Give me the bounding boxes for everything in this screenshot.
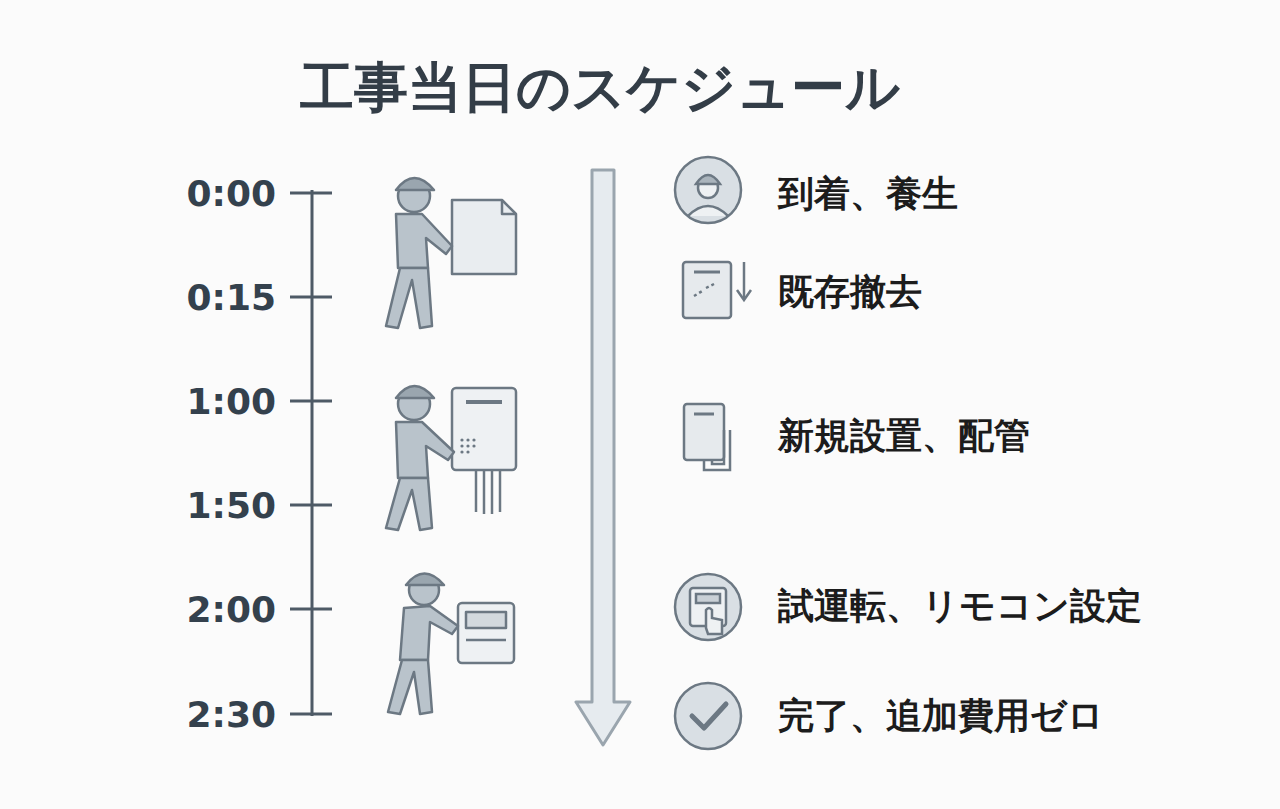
check-icon [675, 683, 741, 749]
step-label: 新規設置、配管 [778, 412, 1030, 461]
flow-arrow [576, 170, 630, 745]
step-label: 試運転、リモコン設定 [778, 582, 1142, 631]
diagram-title: 工事当日のスケジュール [0, 52, 1200, 125]
heater-icon [684, 404, 730, 470]
step-label: 完了、追加費用ゼロ [778, 692, 1104, 741]
time-label: 2:00 [120, 589, 276, 630]
remote-icon [675, 574, 741, 640]
time-label: 1:00 [120, 381, 276, 422]
worker-icon [675, 157, 741, 223]
time-label: 0:00 [120, 173, 276, 214]
worker-figure [388, 574, 514, 715]
step-label: 既存撤去 [778, 268, 922, 317]
time-label: 2:30 [120, 694, 276, 735]
removal-icon [683, 262, 751, 318]
step-label: 到着、養生 [778, 170, 958, 219]
time-label: 1:50 [120, 485, 276, 526]
worker-figure [386, 178, 516, 328]
worker-figure [386, 386, 516, 530]
timeline-axis [290, 190, 332, 716]
time-label: 0:15 [120, 277, 276, 318]
